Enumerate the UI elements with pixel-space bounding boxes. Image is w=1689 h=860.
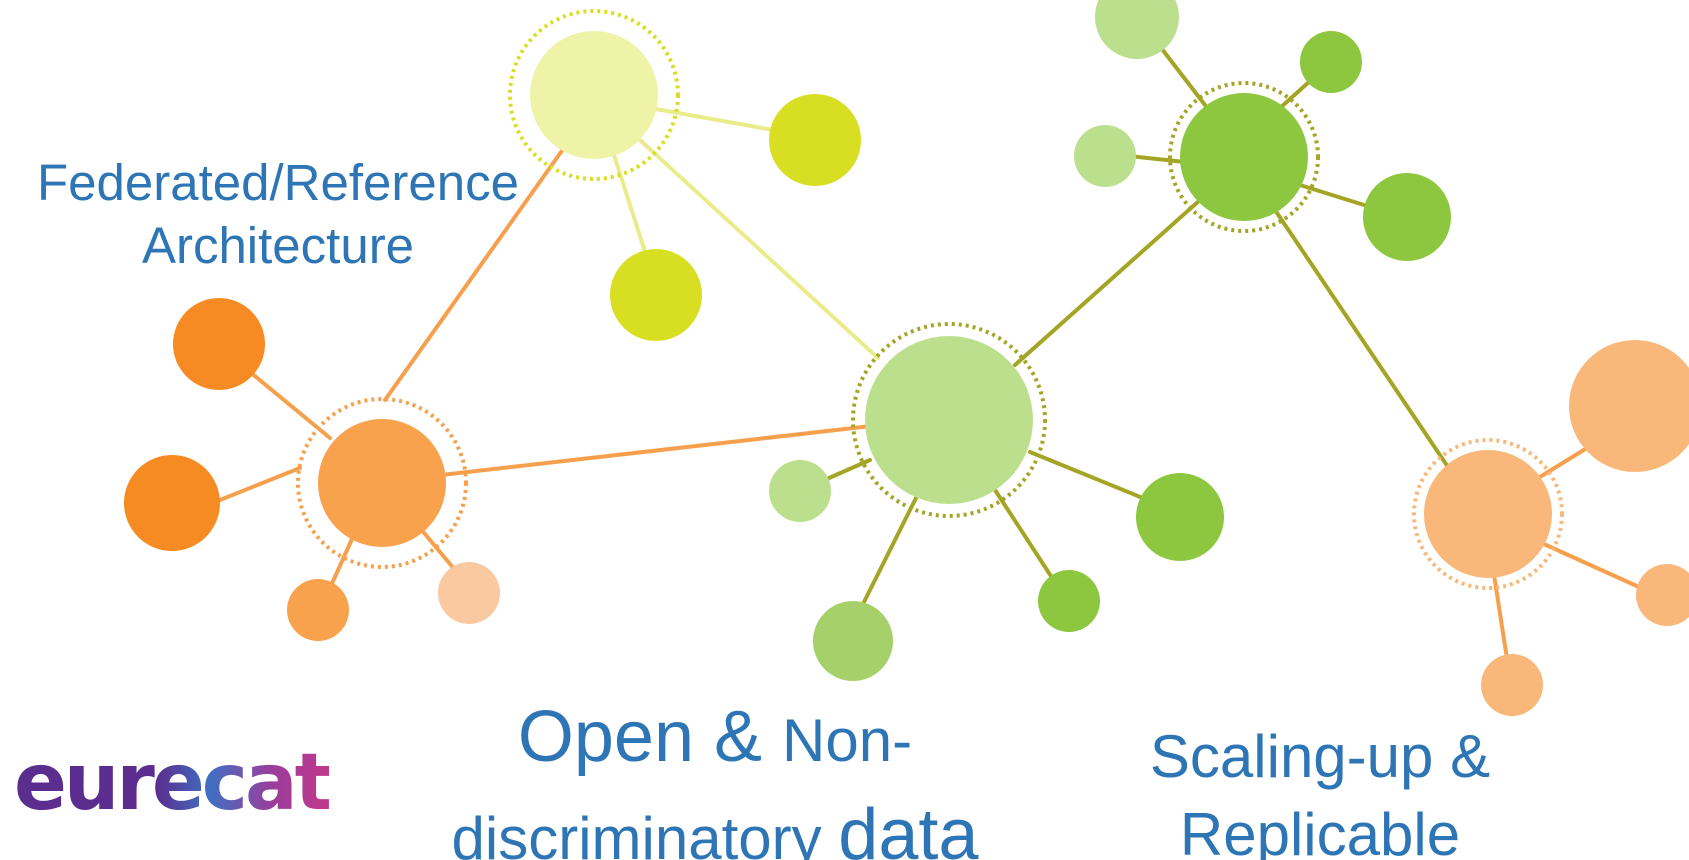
- green-hub-node: [865, 336, 1033, 504]
- yellow-hub-halo: [508, 9, 680, 181]
- lime-node-right: [769, 94, 861, 186]
- peach-node-big: [1569, 340, 1689, 472]
- orange-node-light: [438, 562, 500, 624]
- hub-halos: [296, 9, 1564, 590]
- green-hub-halo: [851, 322, 1047, 518]
- open-label-part1: Open &: [517, 697, 783, 777]
- open-label-part4: data: [838, 795, 979, 860]
- scaling-label-line1: Scaling-up &: [1149, 723, 1491, 790]
- federated-label-line1: Federated/Reference: [37, 154, 519, 211]
- network-nodes: [124, 0, 1689, 716]
- open-label-line1: Open & Non-: [415, 690, 1015, 788]
- federated-architecture-label: Federated/Reference Architecture: [18, 151, 538, 277]
- green-node-bottom-right: [1038, 570, 1100, 632]
- orange-node-small: [287, 579, 349, 641]
- orange-hub-halo: [296, 397, 468, 569]
- top-right-hub-halo: [1168, 81, 1320, 233]
- edge-orange-hub-to-bottom-node: [328, 528, 358, 590]
- green-node-bottom: [813, 601, 893, 681]
- scaling-label-line2: Replicable: [1179, 801, 1461, 860]
- edge-peach-hub-to-bottom-peach: [1492, 573, 1510, 667]
- edge-orange-hub-to-yellow-hub: [383, 143, 568, 402]
- orange-hub-node: [318, 419, 446, 547]
- eurecat-logo: eurecat: [14, 733, 332, 843]
- green-node-top: [1095, 0, 1179, 59]
- green-node-far-right: [1363, 173, 1451, 261]
- edge-green-hub-to-small-left: [818, 458, 872, 484]
- peach-node-right: [1636, 564, 1689, 626]
- open-label-line2: discriminatory data: [415, 788, 1015, 860]
- orange-node-left: [124, 455, 220, 551]
- federated-label-line2: Architecture: [141, 217, 415, 274]
- edge-orange-hub-to-light-node: [418, 526, 457, 572]
- edge-top-right-hub-to-peach-hub: [1273, 208, 1452, 472]
- edge-orange-hub-to-node: [218, 466, 302, 502]
- eurecat-logo-text: eurecat: [14, 738, 332, 828]
- green-node-small-top: [1300, 31, 1362, 93]
- yellow-hub-node: [530, 31, 658, 159]
- open-label-part2: Non-: [782, 707, 913, 774]
- scaling-replicable-label: Scaling-up & Replicable: [1110, 718, 1530, 860]
- green-node-small-left: [769, 460, 831, 522]
- edge-top-right-hub-to-top-node: [1153, 38, 1207, 107]
- edge-yellow-hub-to-green-hub: [638, 138, 880, 360]
- peach-node-bottom: [1481, 654, 1543, 716]
- lime-node-lower: [610, 249, 702, 341]
- orange-node-top: [173, 298, 265, 390]
- edge-green-hub-to-bottom-right-node: [993, 488, 1062, 592]
- edge-orange-hub-to-top-node: [248, 370, 332, 440]
- top-right-hub-node: [1180, 93, 1308, 221]
- edge-green-hub-to-top-right-hub: [1013, 198, 1202, 367]
- edge-green-hub-to-bottom-node: [858, 488, 922, 612]
- open-label-part3: discriminatory: [451, 805, 839, 860]
- edge-yellow-hub-to-lime-node: [648, 106, 792, 135]
- open-data-label: Open & Non- discriminatory data: [415, 690, 1015, 860]
- edge-green-hub-to-right-node: [1028, 450, 1162, 507]
- edge-yellow-hub-to-lower-lime: [612, 153, 648, 257]
- edge-orange-hub-to-green-hub: [413, 423, 882, 480]
- peach-hub-halo: [1412, 438, 1564, 590]
- peach-hub-node: [1424, 450, 1552, 578]
- network-edges: [218, 38, 1652, 667]
- green-node-right: [1136, 473, 1224, 561]
- green-node-left: [1074, 125, 1136, 187]
